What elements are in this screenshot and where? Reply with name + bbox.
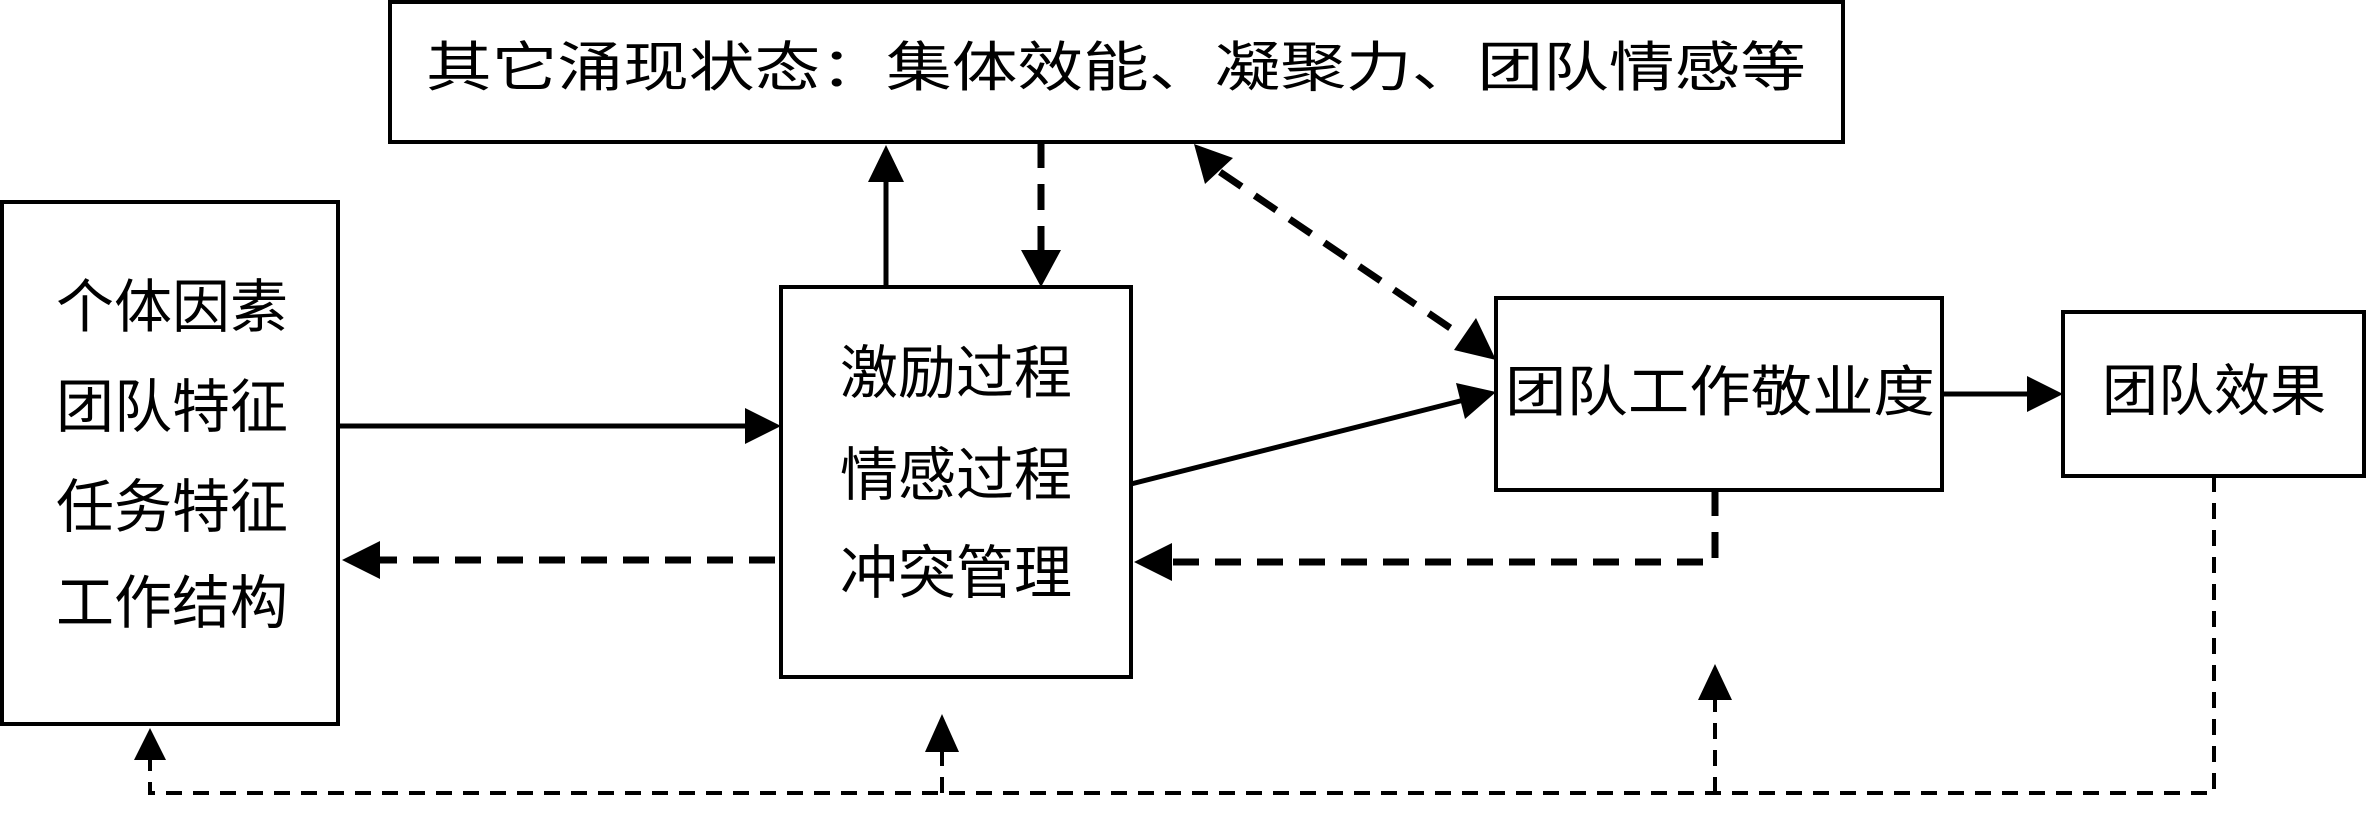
- arrowhead: [1134, 543, 1172, 581]
- left-box: 个体因素 团队特征 任务特征 工作结构: [0, 200, 340, 726]
- top-box-label: 其它涌现状态：集体效能、凝聚力、团队情感等: [426, 36, 1806, 99]
- feedback-loop-outcome: [134, 476, 2216, 795]
- arrowhead: [2027, 376, 2063, 412]
- left-box-line-4: 工作结构: [56, 569, 288, 637]
- engagement-box: 团队工作敬业度: [1494, 296, 1944, 492]
- center-box: 激励过程 情感过程 冲突管理: [779, 285, 1133, 679]
- arrow-center-to-engagement: [1130, 383, 1496, 487]
- dashed-arrow-engagement-to-center: [1134, 490, 1719, 581]
- arrowhead: [745, 408, 781, 444]
- arrow-center-to-top: [868, 145, 904, 287]
- left-box-line-2: 团队特征: [56, 373, 288, 441]
- arrowhead: [1698, 664, 1732, 700]
- top-box: 其它涌现状态：集体效能、凝聚力、团队情感等: [388, 0, 1845, 144]
- arrowhead: [1456, 383, 1496, 419]
- arrowhead: [1194, 144, 1233, 184]
- dashed-arrow-center-to-left: [342, 541, 775, 579]
- left-box-line-3: 任务特征: [56, 473, 288, 541]
- arrowhead: [1021, 250, 1061, 287]
- arrow-engagement-to-outcome: [1942, 376, 2063, 412]
- engagement-box-label: 团队工作敬业度: [1505, 360, 1935, 424]
- center-box-line-2: 情感过程: [840, 441, 1072, 509]
- arrowhead: [134, 728, 166, 760]
- arrowhead: [925, 714, 959, 752]
- dashed-double-arrow-top-engagement: [1194, 144, 1496, 360]
- arrowhead: [342, 541, 380, 579]
- arrowhead: [1454, 318, 1496, 360]
- dashed-arrow-top-to-center: [1021, 142, 1061, 287]
- center-box-line-1: 激励过程: [840, 339, 1072, 407]
- outcome-box: 团队效果: [2061, 310, 2366, 478]
- arrowhead: [868, 145, 904, 182]
- center-box-line-3: 冲突管理: [840, 539, 1072, 607]
- arrow-left-to-center: [338, 408, 781, 444]
- left-box-line-1: 个体因素: [56, 273, 288, 341]
- outcome-box-label: 团队效果: [2102, 360, 2326, 425]
